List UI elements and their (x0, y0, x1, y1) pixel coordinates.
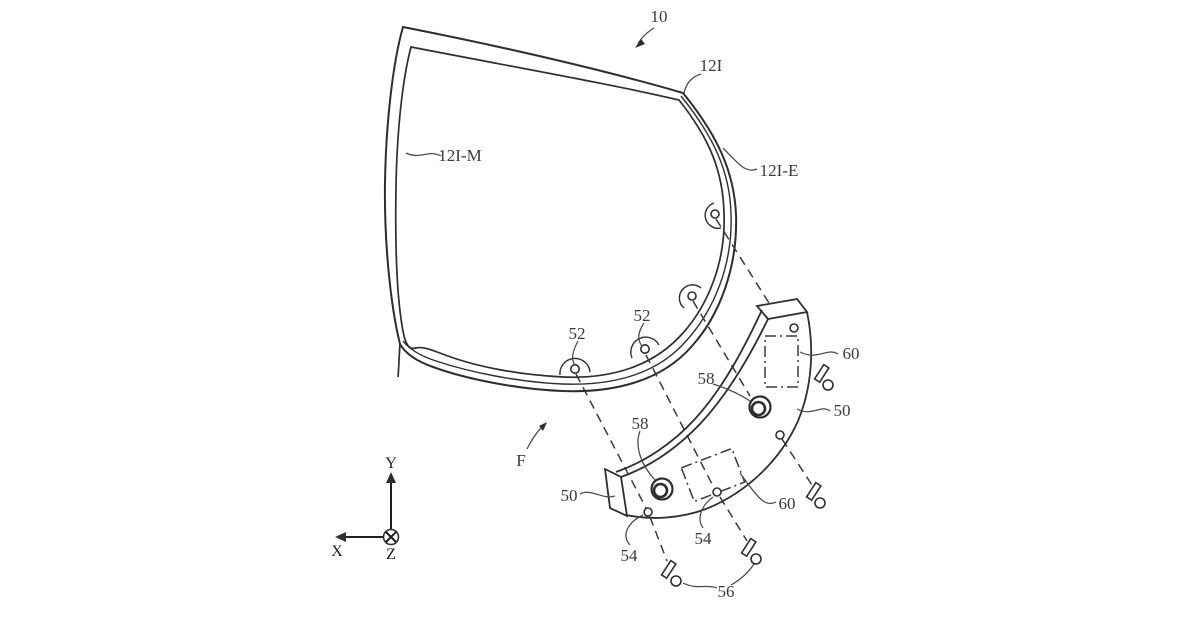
dash-line-3b (719, 496, 748, 542)
label-58-upper: 58 (698, 369, 715, 388)
leader-56-right (730, 563, 755, 586)
post-lower-wall (652, 482, 669, 499)
bracket-hole-54-right (712, 487, 722, 497)
axis-x-arrowhead (335, 532, 346, 542)
leader-12i (683, 73, 702, 94)
pin-a (813, 363, 834, 391)
leader-52-right (638, 322, 645, 347)
label-12i-m: 12I-M (438, 146, 481, 165)
label-axis-x: X (331, 543, 343, 560)
assembly-dash-lines (575, 218, 813, 562)
tab-hole-4 (710, 209, 720, 219)
leader-58-lower (637, 430, 656, 481)
bracket-inner-arc-b (620, 318, 769, 478)
dash-line-3a (645, 354, 715, 489)
mount-tabs-group (559, 202, 722, 376)
cover-edge-strip (402, 95, 732, 385)
leader-50-left (579, 491, 616, 498)
leader-f (526, 426, 543, 450)
labels-group: 10 12I 12I-M 12I-E 52 52 58 58 50 50 60 … (331, 7, 859, 601)
bracket-inner-arc-a (615, 309, 763, 473)
label-56: 56 (718, 582, 735, 601)
cover-outline-group (383, 25, 738, 393)
fastener-pins-group (660, 363, 834, 587)
tab-bump-4 (704, 202, 722, 230)
axis-z-cross-2 (385, 531, 397, 543)
bracket-group (603, 298, 813, 519)
leader-60-lower (739, 472, 777, 505)
bracket-hole-54-left (643, 507, 653, 517)
label-60-upper: 60 (843, 344, 860, 363)
label-device: 10 (651, 7, 668, 26)
leader-50-right (796, 408, 831, 413)
dash-line-2 (692, 300, 751, 397)
label-axis-z: Z (386, 546, 396, 563)
label-50-right: 50 (834, 401, 851, 420)
leader-12i-m (405, 152, 442, 157)
leader-58-upper (712, 383, 751, 402)
tab-hole-3 (687, 291, 697, 301)
bracket-outer-arc (625, 311, 813, 519)
dash-line-4a (575, 373, 647, 509)
cover-nose-tip (397, 343, 401, 378)
dash-line-5 (781, 438, 813, 486)
label-12i: 12I (700, 56, 723, 75)
tab-bump-1 (559, 357, 591, 376)
tab-hole-1 (569, 363, 580, 374)
pin-c (660, 559, 682, 587)
label-58-lower: 58 (632, 414, 649, 433)
label-52-right: 52 (634, 306, 651, 325)
leader-60-upper (799, 351, 839, 356)
arrowhead-f (539, 422, 547, 431)
label-54-right: 54 (695, 529, 713, 548)
bracket-end-face (603, 467, 629, 518)
label-54-left: 54 (621, 546, 639, 565)
label-12i-e: 12I-E (760, 161, 799, 180)
label-60-lower: 60 (779, 494, 796, 513)
tab-hole-2 (639, 343, 650, 354)
label-52-left: 52 (569, 324, 586, 343)
arrowhead-10 (635, 39, 645, 48)
pin-d (740, 537, 762, 565)
region-rect-lower (680, 447, 746, 503)
bracket-hole-right (775, 430, 785, 440)
axis-y-arrowhead (386, 472, 396, 483)
dash-line-1 (715, 218, 770, 304)
tab-bump-3 (678, 284, 702, 309)
leader-12i-e (722, 147, 758, 171)
region-rect-upper (764, 335, 799, 388)
label-50-left: 50 (561, 486, 578, 505)
label-f: F (516, 451, 525, 470)
bracket-top-face (755, 298, 809, 320)
cover-outer-edge (383, 25, 738, 393)
leader-54-right (699, 496, 714, 529)
leader-56-left (682, 582, 718, 589)
cover-inner-edge (394, 46, 725, 379)
label-axis-y: Y (385, 455, 397, 472)
bracket-hole-top (789, 323, 799, 333)
leader-52-left (571, 340, 579, 366)
axes-group (335, 472, 400, 546)
pin-b (805, 481, 826, 509)
post-upper-wall (750, 400, 767, 417)
leader-lines-group (405, 27, 839, 589)
dash-line-4b (649, 516, 668, 562)
leader-54-left (625, 514, 644, 546)
